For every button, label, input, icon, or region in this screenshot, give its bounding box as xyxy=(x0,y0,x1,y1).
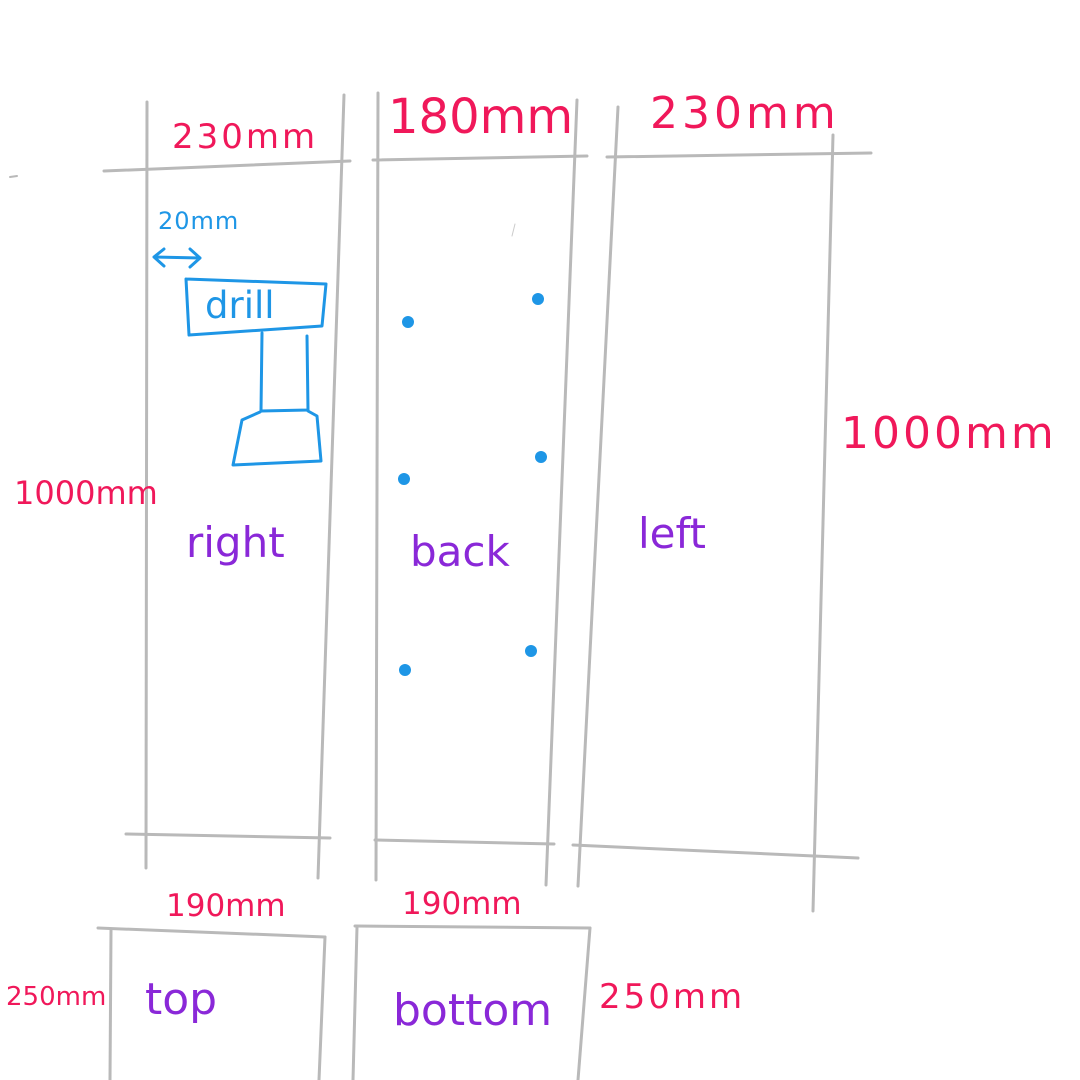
right-panel-edge-left xyxy=(144,100,149,870)
left-panel-edge-top xyxy=(605,151,873,159)
back-panel-edge-top xyxy=(371,154,589,162)
back-panel-edge-left xyxy=(374,91,380,882)
right-panel-edge-top xyxy=(102,159,352,173)
left-panel-edge-left xyxy=(576,105,620,888)
bottom-panel-edge-right xyxy=(576,926,592,1080)
hole-marker xyxy=(525,645,537,657)
back-panel xyxy=(371,91,589,887)
back-panel-edge-right xyxy=(544,98,579,887)
right-panel xyxy=(102,93,352,880)
left-panel xyxy=(571,105,873,913)
drill-handle xyxy=(259,331,310,413)
stray-mark-back xyxy=(511,223,516,237)
top-panel-edge-right xyxy=(317,935,327,1080)
right-panel-edge-bottom xyxy=(124,832,332,840)
top-panel-edge-top xyxy=(96,926,327,939)
drill-icon xyxy=(184,277,328,467)
left-panel-edge-bottom xyxy=(571,843,860,860)
drill-battery xyxy=(231,409,323,467)
hole-marker xyxy=(532,293,544,305)
top-panel-edge-left xyxy=(108,928,113,1080)
left-panel-label: left xyxy=(638,509,706,558)
top-panel xyxy=(96,926,327,1080)
bottom-panel-label: bottom xyxy=(393,985,552,1036)
right-panel-edge-right xyxy=(316,93,346,880)
left-panel-edge-right xyxy=(811,133,835,913)
drill-offset-arrow xyxy=(152,247,202,269)
left-panel-height-dimension: 1000mm xyxy=(841,408,1057,459)
hole-marker xyxy=(535,451,547,463)
bottom-panel xyxy=(351,924,592,1080)
left-panel-width-dimension: 230mm xyxy=(650,88,840,139)
back-panel-width-dimension: 180mm xyxy=(388,89,573,145)
hole-marker xyxy=(402,316,414,328)
drill-offset-label: 20mm xyxy=(158,207,239,235)
right-panel-label: right xyxy=(186,518,285,567)
drill-label: drill xyxy=(205,284,275,327)
bottom-panel-width-dimension: 190mm xyxy=(402,886,522,922)
mounting-holes xyxy=(398,293,547,676)
bottom-panel-height-dimension: 250mm xyxy=(599,977,745,1017)
back-panel-edge-bottom xyxy=(373,838,556,846)
right-panel-height-dimension: 1000mm xyxy=(14,474,158,512)
back-panel-label: back xyxy=(410,527,510,576)
bottom-panel-edge-top xyxy=(353,924,592,930)
top-panel-height-dimension: 250mm xyxy=(6,982,106,1012)
top-panel-width-dimension: 190mm xyxy=(166,888,286,924)
hole-marker xyxy=(399,664,411,676)
hole-marker xyxy=(398,473,410,485)
stray-mark xyxy=(9,175,18,178)
drill-body xyxy=(184,277,328,337)
top-panel-label: top xyxy=(145,974,217,1025)
bottom-panel-edge-left xyxy=(351,925,359,1080)
right-panel-width-dimension: 230mm xyxy=(172,117,318,157)
